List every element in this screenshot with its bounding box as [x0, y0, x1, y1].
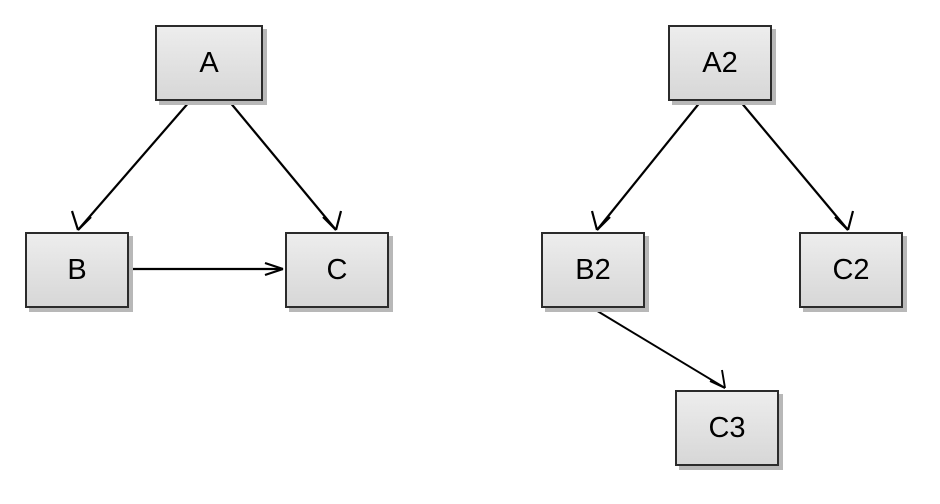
edge-a2-to-c2-arrowhead: [834, 210, 855, 231]
edge-b-to-c[interactable]: [130, 261, 284, 277]
node-a2[interactable]: A2: [668, 25, 772, 101]
node-c2-label: C2: [832, 253, 870, 286]
edge-b-to-c-arrowhead: [264, 261, 284, 277]
node-c3-label: C3: [708, 411, 746, 444]
node-a[interactable]: A: [155, 25, 263, 101]
edge-a-to-b-line: [77, 100, 191, 231]
node-b2[interactable]: B2: [541, 232, 645, 308]
edge-a-to-c-arrowhead: [322, 210, 343, 231]
edge-a2-to-b2-line: [596, 100, 702, 231]
node-c[interactable]: C: [285, 232, 389, 308]
edge-a2-to-c2-line: [739, 100, 849, 231]
edge-a-to-c[interactable]: [228, 100, 343, 231]
node-c2[interactable]: C2: [799, 232, 903, 308]
edge-b2-to-c3[interactable]: [593, 308, 726, 389]
node-c-label: C: [326, 253, 348, 286]
node-b-label: B: [67, 253, 87, 286]
node-a-label: A: [199, 46, 219, 79]
node-b[interactable]: B: [25, 232, 129, 308]
edge-b2-to-c3-arrowhead: [709, 369, 726, 389]
edge-a2-to-b2[interactable]: [590, 100, 702, 231]
edge-a2-to-b2-arrowhead: [590, 210, 611, 231]
edge-a-to-b-arrowhead: [70, 210, 92, 231]
node-c3[interactable]: C3: [675, 390, 779, 466]
edge-a-to-c-line: [228, 100, 337, 231]
node-b2-label: B2: [575, 253, 611, 286]
edge-a2-to-c2[interactable]: [739, 100, 855, 231]
edge-a-to-b[interactable]: [70, 100, 191, 231]
edge-b2-to-c3-line: [593, 308, 726, 389]
node-a2-label: A2: [702, 46, 738, 79]
